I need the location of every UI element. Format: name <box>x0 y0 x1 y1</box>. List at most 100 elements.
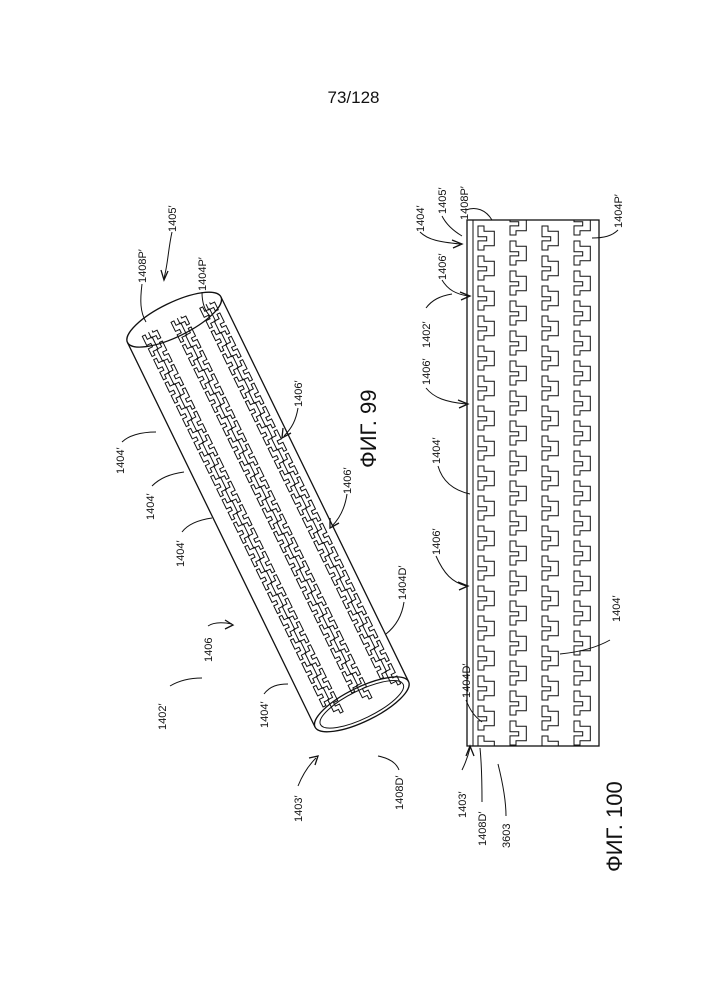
fig99-slot <box>371 655 389 679</box>
fig99-slot <box>234 375 252 399</box>
fig100-slot <box>510 211 526 235</box>
fig99-slot <box>274 529 292 553</box>
fig99-slot <box>182 342 200 366</box>
fig100-slot <box>478 226 494 250</box>
fig99-label-1406a: 1406′ <box>293 380 305 407</box>
fig100-slot <box>574 721 590 745</box>
fig99-slot <box>280 598 298 622</box>
fig99-label-1404a: 1404′ <box>115 447 127 474</box>
fig100-slot <box>510 451 526 475</box>
fig100-slot <box>478 256 494 280</box>
fig100-slot <box>574 301 590 325</box>
fig99-slot <box>309 584 327 608</box>
fig99-label-1404b: 1404′ <box>145 493 157 520</box>
fig99-label-1404d: 1404D′ <box>397 566 409 600</box>
fig100-slot <box>478 196 494 220</box>
fig99-slot <box>223 351 241 375</box>
fig100-label-1402: 1402′ <box>421 321 433 348</box>
fig99-slot <box>275 514 293 538</box>
fig100-slot <box>510 541 526 565</box>
fig100-slot <box>542 316 558 340</box>
fig100-slot <box>574 391 590 415</box>
fig99-label-1403: 1403′ <box>293 795 305 822</box>
fig99-slot <box>302 515 320 539</box>
fig99-slot <box>251 482 269 506</box>
fig99-slot <box>234 505 252 529</box>
fig99-slot <box>211 328 229 352</box>
fig99-slot <box>314 668 332 692</box>
fig100-slot <box>510 391 526 415</box>
fig99-slot <box>256 566 274 590</box>
fig99-slot <box>245 398 263 422</box>
fig100-slot-pattern <box>478 196 590 760</box>
fig99-slot <box>354 678 372 702</box>
fig100-slot <box>510 361 526 385</box>
fig99-slot <box>349 593 367 617</box>
fig99-slot <box>212 313 230 337</box>
fig99-slot <box>269 430 287 454</box>
fig99-label-1406c: 1406 <box>203 638 215 662</box>
fig99-slot <box>320 607 338 631</box>
fig100-label-1403: 1403′ <box>457 791 469 818</box>
fig100-label-1404d: 1404D′ <box>461 664 473 698</box>
fig99-slot <box>280 468 298 492</box>
fig100-slot <box>478 346 494 370</box>
fig99-slot <box>325 562 343 586</box>
fig100-slot <box>478 436 494 460</box>
fig99-label-1404c: 1404′ <box>175 540 187 567</box>
fig99-slot <box>205 389 223 413</box>
fig99-slot <box>383 663 401 687</box>
fig100-slot <box>542 586 558 610</box>
fig100-slot <box>542 376 558 400</box>
fig99-slot <box>223 481 241 505</box>
fig100-slot <box>542 706 558 730</box>
fig99-slot <box>176 403 194 427</box>
fig100-slot <box>542 736 558 760</box>
fig99-slot <box>332 631 350 655</box>
fig99-slot <box>233 520 251 544</box>
fig99-slot <box>183 327 201 351</box>
fig99-slot <box>189 411 207 435</box>
fig100-slot <box>574 691 590 715</box>
fig100-label-1406a: 1406′ <box>437 253 449 280</box>
fig99-slot <box>177 388 195 412</box>
fig99-slot <box>285 552 303 576</box>
fig100-slot <box>478 646 494 670</box>
fig100-slot <box>574 361 590 385</box>
fig99-slot <box>360 617 378 641</box>
fig99-slot <box>303 500 321 524</box>
fig100-label-1404b: 1404′ <box>431 437 443 464</box>
fig99-slot <box>211 473 229 497</box>
fig99-slot <box>195 350 213 374</box>
fig100-label-1408d: 1408D′ <box>477 812 489 846</box>
fig99-caption: ФИГ. 99 <box>356 390 381 468</box>
fig100-slot <box>574 331 590 355</box>
fig100-slot <box>510 331 526 355</box>
fig100-label-1405: 1405′ <box>437 187 449 214</box>
fig100-slot <box>478 376 494 400</box>
fig99-slot <box>359 632 377 656</box>
fig100-slot <box>478 316 494 340</box>
fig99-slot <box>262 505 280 529</box>
fig100-slot <box>574 241 590 265</box>
fig100-slot <box>510 721 526 745</box>
fig99-slot <box>291 621 309 645</box>
fig99-slot <box>172 304 190 328</box>
fig99-slot <box>263 491 281 515</box>
fig100-slot <box>478 586 494 610</box>
fig99-slot <box>348 608 366 632</box>
fig99-slot <box>154 356 172 380</box>
fig100-slot <box>478 466 494 490</box>
fig99-slot <box>200 434 218 458</box>
fig99-slot <box>217 412 235 436</box>
fig100-slot <box>478 706 494 730</box>
fig99-slot <box>338 570 356 594</box>
fig99-slot <box>200 305 218 329</box>
fig99-slot <box>331 646 349 670</box>
fig100-slot <box>542 646 558 670</box>
fig99-slot <box>257 551 275 575</box>
fig99-slot <box>258 406 276 430</box>
fig100-slot <box>542 556 558 580</box>
fig100-labels: 1404′ 1405′ 1408P′ 1404P′ 1406′ 1402′ 14… <box>415 186 627 872</box>
